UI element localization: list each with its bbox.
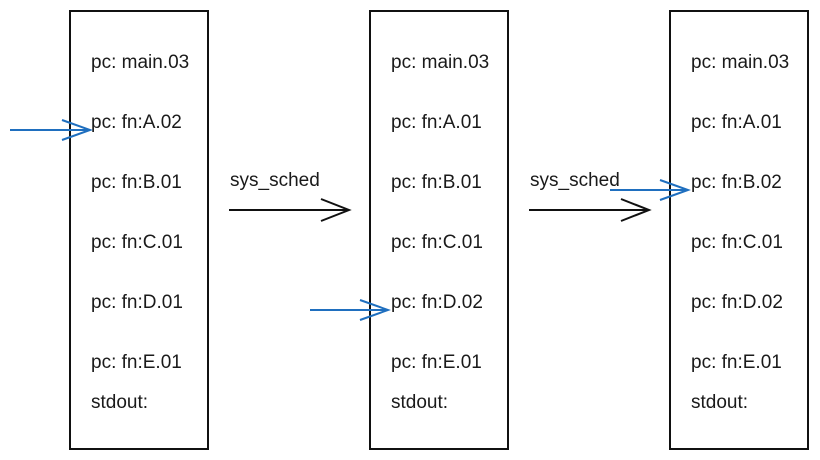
pc-line-fn-b: pc: fn:B.01 bbox=[391, 172, 482, 193]
pc-pointer-arrow-1 bbox=[10, 119, 93, 141]
pc-line-fn-b: pc: fn:B.01 bbox=[91, 172, 182, 193]
state-box-3: pc: main.03 pc: fn:A.01 pc: fn:B.02 pc: … bbox=[669, 10, 809, 450]
pc-line-fn-d: pc: fn:D.01 bbox=[91, 292, 183, 313]
pc-line-fn-e: pc: fn:E.01 bbox=[691, 352, 782, 373]
state-box-2: pc: main.03 pc: fn:A.01 pc: fn:B.01 pc: … bbox=[369, 10, 509, 450]
pc-line-fn-d: pc: fn:D.02 bbox=[391, 292, 483, 313]
stdout-label: stdout: bbox=[391, 392, 449, 413]
pc-line-fn-a: pc: fn:A.02 bbox=[91, 112, 182, 133]
pc-line-fn-a: pc: fn:A.01 bbox=[691, 112, 782, 133]
pc-line-fn-e: pc: fn:E.01 bbox=[91, 352, 182, 373]
pc-line-main: pc: main.03 bbox=[691, 52, 790, 73]
transition-label-1: sys_sched bbox=[230, 170, 320, 191]
pc-line-fn-d: pc: fn:D.02 bbox=[691, 292, 783, 313]
state-box-1: pc: main.03 pc: fn:A.02 pc: fn:B.01 pc: … bbox=[69, 10, 209, 450]
transition-arrow-2 bbox=[529, 198, 652, 222]
stdout-label: stdout: bbox=[691, 392, 749, 413]
pc-line-fn-c: pc: fn:C.01 bbox=[391, 232, 483, 253]
stdout-label: stdout: bbox=[91, 392, 149, 413]
pc-line-main: pc: main.03 bbox=[91, 52, 190, 73]
pc-line-fn-e: pc: fn:E.01 bbox=[391, 352, 482, 373]
pc-pointer-arrow-2 bbox=[310, 299, 391, 321]
pc-line-fn-a: pc: fn:A.01 bbox=[391, 112, 482, 133]
pc-line-fn-b: pc: fn:B.02 bbox=[691, 172, 782, 193]
transition-label-2: sys_sched bbox=[530, 170, 620, 191]
pc-pointer-arrow-3 bbox=[610, 179, 691, 201]
pc-line-fn-c: pc: fn:C.01 bbox=[91, 232, 183, 253]
pc-line-fn-c: pc: fn:C.01 bbox=[691, 232, 783, 253]
transition-arrow-1 bbox=[229, 198, 352, 222]
pc-line-main: pc: main.03 bbox=[391, 52, 490, 73]
